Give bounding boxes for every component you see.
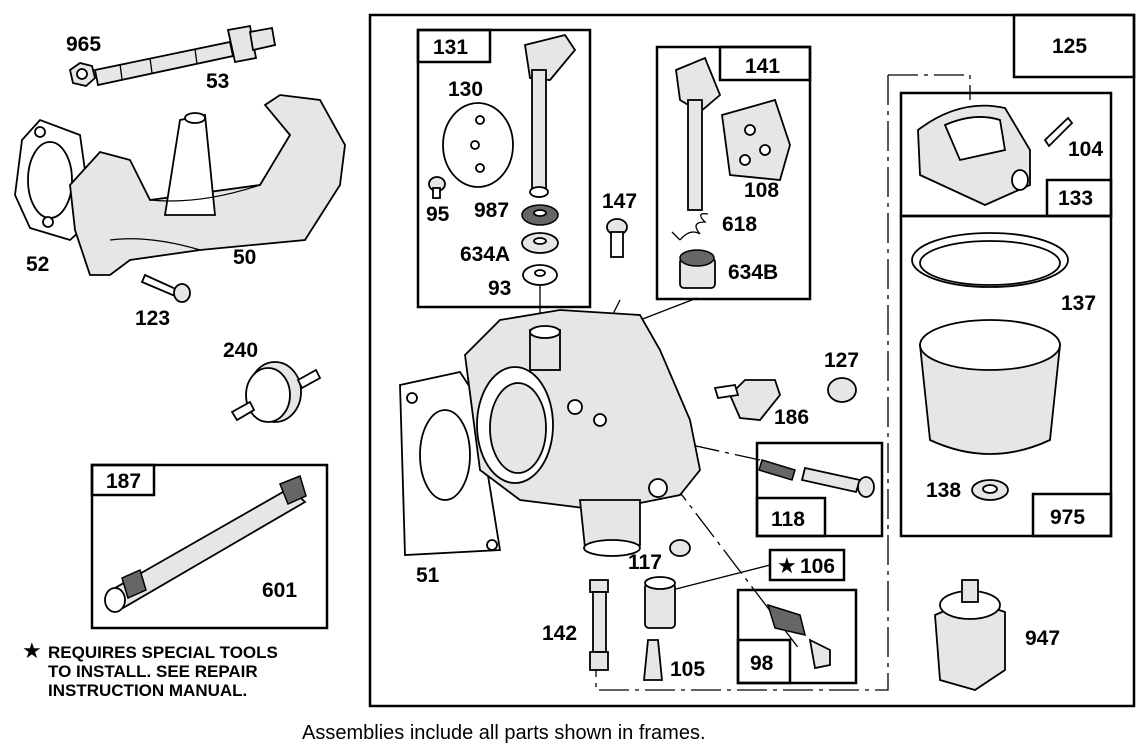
part-147-screw-drawing [606, 218, 628, 258]
label-187: 187 [106, 470, 141, 493]
part-93-washer-drawing [522, 264, 558, 286]
label-117: 117 [628, 551, 662, 574]
part-240-fuel-filter-drawing [230, 361, 322, 423]
part-618-spring-drawing [671, 213, 709, 241]
special-tools-note: ★ REQUIRES SPECIAL TOOLS TO INSTALL. SEE… [22, 639, 278, 700]
label-95: 95 [426, 203, 450, 226]
part-106-seat-drawing [644, 576, 676, 629]
frame-125-label-box [1012, 13, 1136, 79]
label-147: 147 [602, 190, 637, 213]
part-947-solenoid-drawing [934, 579, 1006, 691]
part-133-float-drawing [917, 104, 1031, 206]
label-141: 141 [745, 55, 780, 78]
label-52: 52 [26, 253, 49, 276]
frame-118-label-box [755, 496, 827, 538]
part-141-choke-shaft-drawing [675, 56, 722, 211]
part-187-fuel-line-drawing [104, 474, 307, 613]
label-987: 987 [474, 199, 509, 222]
main-assembly-frame [368, 13, 1136, 708]
part-117-spring-drawing [669, 539, 691, 557]
note-line-2: TO INSTALL. SEE REPAIR [48, 662, 258, 681]
part-127-plug-drawing [827, 377, 857, 403]
label-125: 125 [1052, 35, 1087, 58]
part-105-needle-drawing [643, 639, 663, 681]
label-106: 106 [800, 555, 835, 578]
label-634a: 634A [460, 243, 510, 266]
label-142: 142 [542, 622, 577, 645]
frame-975-label-box [1031, 492, 1113, 538]
part-186-elbow-drawing [713, 379, 782, 421]
label-240: 240 [223, 339, 258, 362]
part-131-throttle-shaft-drawing [523, 33, 577, 198]
label-965: 965 [66, 33, 101, 56]
label-98: 98 [750, 652, 774, 675]
frame-98-label-box [736, 638, 792, 685]
frame-187 [90, 463, 329, 630]
note-line-3: INSTRUCTION MANUAL. [48, 681, 247, 700]
label-131: 131 [433, 36, 468, 59]
part-142-bowl-nut-drawing [589, 579, 609, 671]
part-52-gasket-drawing [14, 118, 93, 242]
label-601: 601 [262, 579, 297, 602]
label-108: 108 [744, 179, 779, 202]
label-130: 130 [448, 78, 483, 101]
note-star-icon: ★ [22, 639, 42, 664]
label-50: 50 [233, 246, 256, 269]
label-133: 133 [1058, 187, 1093, 210]
part-634b-seal-drawing [679, 249, 716, 289]
part-104-pin-drawing [1043, 116, 1074, 148]
part-95-screw-drawing [428, 176, 446, 199]
star-icon: ★ [777, 554, 797, 579]
label-618: 618 [722, 213, 757, 236]
part-50-intake-elbow-drawing [69, 94, 346, 276]
label-123: 123 [135, 307, 170, 330]
part-965-nut-drawing [68, 62, 97, 87]
label-186: 186 [774, 406, 809, 429]
label-127: 127 [824, 349, 859, 372]
part-130-throttle-plate-drawing [442, 102, 514, 188]
label-975: 975 [1050, 506, 1085, 529]
part-138-washer-drawing [971, 479, 1009, 501]
label-53: 53 [206, 70, 229, 93]
caption: Assemblies include all parts shown in fr… [302, 722, 706, 744]
label-634b: 634B [728, 261, 778, 284]
frame-975 [899, 214, 1113, 538]
frame-131-label-box [416, 28, 492, 64]
part-123-screw-drawing [140, 273, 191, 303]
frame-131 [416, 28, 592, 309]
part-118-mixture-screw-drawing [758, 459, 875, 498]
label-947: 947 [1025, 627, 1060, 650]
label-137: 137 [1061, 292, 1096, 315]
note-line-1: REQUIRES SPECIAL TOOLS [48, 643, 278, 662]
part-108-choke-plate-drawing [721, 98, 791, 181]
part-53-fitting-drawing [93, 24, 277, 87]
label-118: 118 [771, 508, 805, 531]
part-987-seal-drawing [521, 204, 559, 226]
frame-187-label-box [90, 463, 156, 497]
frame-98 [736, 588, 858, 685]
route-line-bowl-nut [595, 75, 889, 691]
leader-106 [671, 564, 771, 591]
frame-141-label-box [718, 45, 812, 82]
label-138: 138 [926, 479, 961, 502]
part-98-idle-screw-drawing [766, 603, 831, 670]
label-93: 93 [488, 277, 511, 300]
label-105: 105 [670, 658, 705, 681]
label-51: 51 [416, 564, 440, 587]
part-137-float-bowl-drawing [911, 232, 1069, 455]
carburetor-body-drawing [464, 309, 701, 557]
part-634a-seal-drawing [521, 232, 559, 254]
route-line-125 [888, 74, 971, 100]
label-104: 104 [1068, 138, 1103, 161]
leader-634b [639, 297, 698, 321]
